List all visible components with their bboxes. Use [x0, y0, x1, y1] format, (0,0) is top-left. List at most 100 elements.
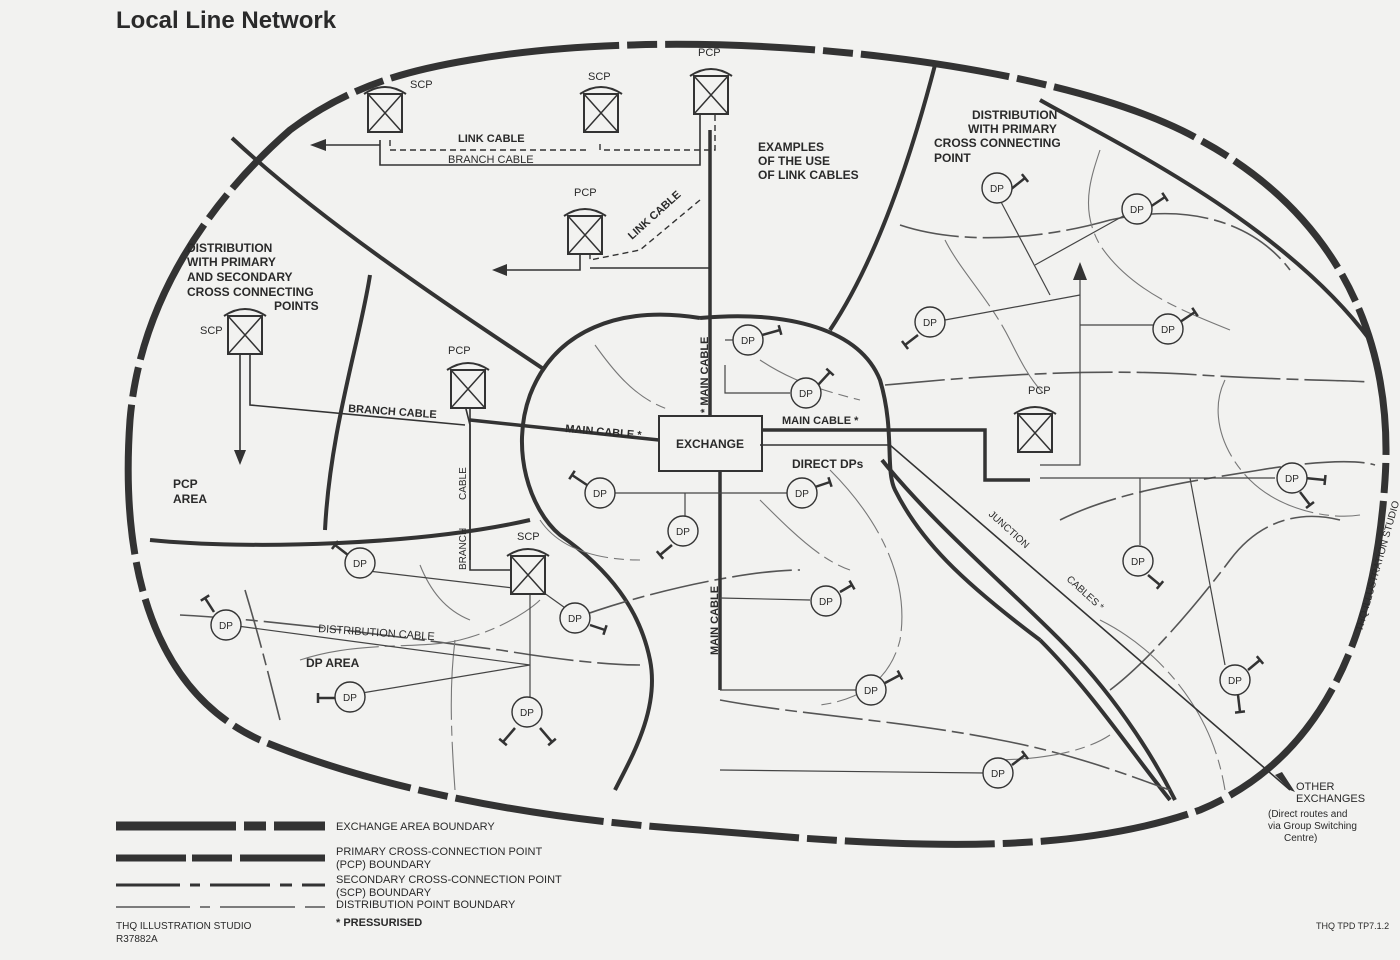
dp-drop-cable — [1304, 476, 1326, 482]
dp-node: DP — [1122, 545, 1165, 590]
dp-node: DP — [786, 476, 833, 509]
dp-drop-cap — [825, 367, 835, 377]
dp-drop-cable — [589, 623, 606, 632]
scp-boundaries — [179, 212, 1376, 791]
dp-node: DP — [732, 324, 783, 356]
legend-pcp-boundary: PRIMARY CROSS-CONNECTION POINT (PCP) BOU… — [116, 846, 545, 871]
dp-label: DP — [990, 184, 1004, 195]
dp-drop-cable — [334, 544, 349, 556]
dp-drop-cap — [568, 470, 576, 480]
dp-drop-cap — [848, 580, 856, 590]
cabinets: SCP SCP PCP PCP SCP — [200, 47, 1057, 595]
svg-text:PCP: PCP — [698, 47, 721, 59]
dp-node: DP — [1276, 462, 1327, 510]
legend-scp-label: SECONDARY CROSS-CONNECTION POINT (SCP) B… — [336, 874, 565, 899]
main-cable-label-bottom: MAIN CABLE — [709, 586, 721, 655]
dp-node: DP — [330, 540, 376, 579]
dp-drop-cable — [817, 371, 831, 386]
direct-dps-label: DIRECT DPs — [792, 457, 864, 471]
dp-node: DP — [316, 681, 366, 713]
svg-text:PCP: PCP — [448, 345, 471, 357]
dp-node: DP — [982, 750, 1030, 789]
dp-drop-cap — [1255, 655, 1265, 665]
legend-exchange-boundary: EXCHANGE AREA BOUNDARY — [116, 821, 495, 833]
dp-drop-cap — [602, 624, 608, 636]
junction-cable — [760, 444, 1291, 791]
dp-node: DP — [498, 696, 557, 747]
dp-label: DP — [219, 621, 233, 632]
dp-circle — [334, 681, 366, 713]
dp-drop-cap — [900, 340, 910, 350]
dp-drop-cable — [761, 328, 781, 337]
dp-area-label: DP AREA — [306, 656, 360, 670]
dp-label: DP — [343, 693, 357, 704]
scp-cabinet-bottom: SCP — [506, 531, 550, 595]
dp-drop-cable — [502, 727, 516, 743]
dp-drop-cable — [904, 334, 919, 346]
exchange-label: EXCHANGE — [676, 437, 744, 451]
dp-label: DP — [799, 389, 813, 400]
scp-cabinet-top-left: SCP — [363, 79, 433, 133]
cables-label: CABLES * — [1064, 574, 1106, 613]
studio-side-label: THQ ILLUSTRATION STUDIO — [1354, 499, 1400, 632]
dp-circle — [1122, 545, 1154, 577]
dp-label: DP — [819, 597, 833, 608]
legend-scp-boundary: SECONDARY CROSS-CONNECTION POINT (SCP) B… — [116, 874, 565, 899]
distribution-primary-secondary-label: DISTRIBUTION WITH PRIMARY AND SECONDARY … — [187, 241, 319, 313]
dp-circle — [210, 609, 242, 641]
dp-circle — [584, 477, 616, 509]
pcp-cabinet-link: PCP — [563, 187, 607, 255]
main-cable-label-left: MAIN CABLE * — [565, 423, 643, 442]
dp-label: DP — [353, 559, 367, 570]
dp-circle — [667, 515, 699, 547]
dp-drop-cap — [330, 540, 340, 550]
dp-drop-cable — [1179, 310, 1196, 324]
dp-label: DP — [593, 489, 607, 500]
link-cable-label-top: LINK CABLE — [458, 133, 525, 145]
dp-drop-cable — [1299, 491, 1311, 506]
dp-drop-cap — [1191, 307, 1199, 317]
svg-text:PCP: PCP — [1028, 385, 1051, 397]
exchange-box — [658, 415, 763, 472]
pcp-cabinet-centre-left: PCP — [446, 345, 490, 409]
other-exchanges-note: (Direct routes and via Group Switching C… — [1268, 809, 1360, 844]
legend-pcp-label: PRIMARY CROSS-CONNECTION POINT (PCP) BOU… — [336, 846, 545, 871]
dp-node: DP — [1121, 192, 1169, 225]
dp-node: DP — [559, 602, 608, 636]
dp-drop-cable — [1011, 754, 1026, 766]
dp-drop-cable — [1149, 195, 1166, 209]
svg-text:SCP: SCP — [517, 531, 540, 543]
dp-drop-cap — [547, 737, 557, 747]
dp-circle — [786, 477, 818, 509]
dp-label: DP — [676, 527, 690, 538]
legend-dp-label: DISTRIBUTION POINT BOUNDARY — [336, 899, 516, 911]
dp-node: DP — [790, 367, 835, 409]
footer-ref: R37882A — [116, 934, 158, 945]
dp-circle — [790, 377, 822, 409]
dp-drop-cap — [1155, 580, 1165, 590]
dp-circle — [982, 757, 1014, 789]
main-cable-label-right: MAIN CABLE * — [782, 415, 859, 427]
dp-node: DP — [200, 594, 242, 641]
dp-drop-cable — [571, 473, 588, 487]
dp-drop-cap — [655, 550, 665, 560]
dp-node: DP — [900, 306, 946, 350]
dp-circle — [855, 674, 887, 706]
dp-drop-cable — [884, 673, 901, 685]
pcp-cabinet-right: PCP — [1013, 385, 1057, 453]
examples-label: EXAMPLES OF THE USE OF LINK CABLES — [758, 140, 859, 182]
dp-label: DP — [568, 614, 582, 625]
diagram-labels: LINK CABLE BRANCH CABLE LINK CABLE EXAMP… — [173, 108, 1400, 844]
dp-node: DP — [810, 580, 856, 617]
dp-circle — [559, 602, 591, 634]
dp-drop-cap — [1161, 192, 1169, 202]
dp-label: DP — [1130, 205, 1144, 216]
dp-node: DP — [1219, 655, 1265, 714]
svg-text:SCP: SCP — [200, 325, 223, 337]
cable-vertical-label: CABLE — [458, 467, 469, 500]
dp-circle — [1121, 193, 1153, 225]
dp-drop-cable — [1236, 694, 1242, 713]
other-exchanges-label: OTHER EXCHANGES — [1296, 781, 1365, 805]
dp-circle — [732, 324, 764, 356]
